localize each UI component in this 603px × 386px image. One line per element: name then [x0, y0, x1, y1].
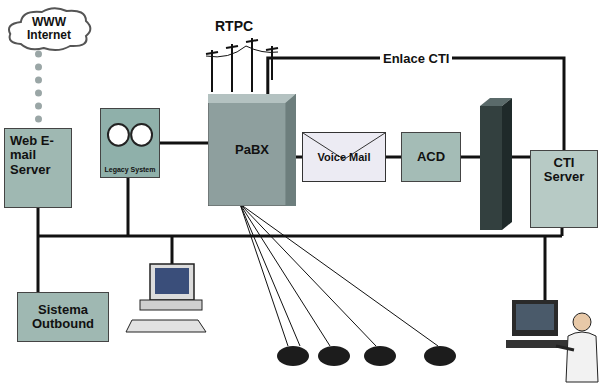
node-text: ACD	[407, 150, 455, 164]
dark-tower	[461, 98, 530, 230]
legacy-box: Legacy System	[100, 108, 160, 178]
internet-cloud: WWW Internet	[5, 4, 93, 54]
server-box: CTI Server	[530, 150, 598, 228]
server-box: Web E-mail Server	[4, 128, 72, 208]
node-text: CTI Server	[536, 156, 592, 185]
dotted-link	[35, 54, 42, 128]
node-text: Sistema Outbound	[23, 303, 103, 332]
outbound-box: Sistema Outbound	[17, 292, 109, 342]
node-text: Voice Mail	[311, 151, 377, 163]
edge-label: Enlace CTI	[380, 51, 452, 66]
pabx-box: PaBX	[208, 94, 296, 206]
agent-workstation	[506, 300, 598, 382]
node-text: WWW Internet	[13, 16, 85, 42]
node-text: Web E-mail Server	[10, 134, 66, 177]
workstation	[126, 264, 206, 332]
node-text: Legacy System	[104, 166, 156, 174]
network-label: RTPC	[212, 18, 256, 34]
voice-mail-envelope: Voice Mail	[302, 132, 386, 182]
telephones	[277, 346, 456, 366]
node-text: PaBX	[214, 143, 290, 157]
acd-box: ACD	[401, 132, 461, 182]
connector-line	[386, 156, 401, 159]
phone-wires	[240, 204, 438, 346]
connector-line	[160, 142, 208, 145]
